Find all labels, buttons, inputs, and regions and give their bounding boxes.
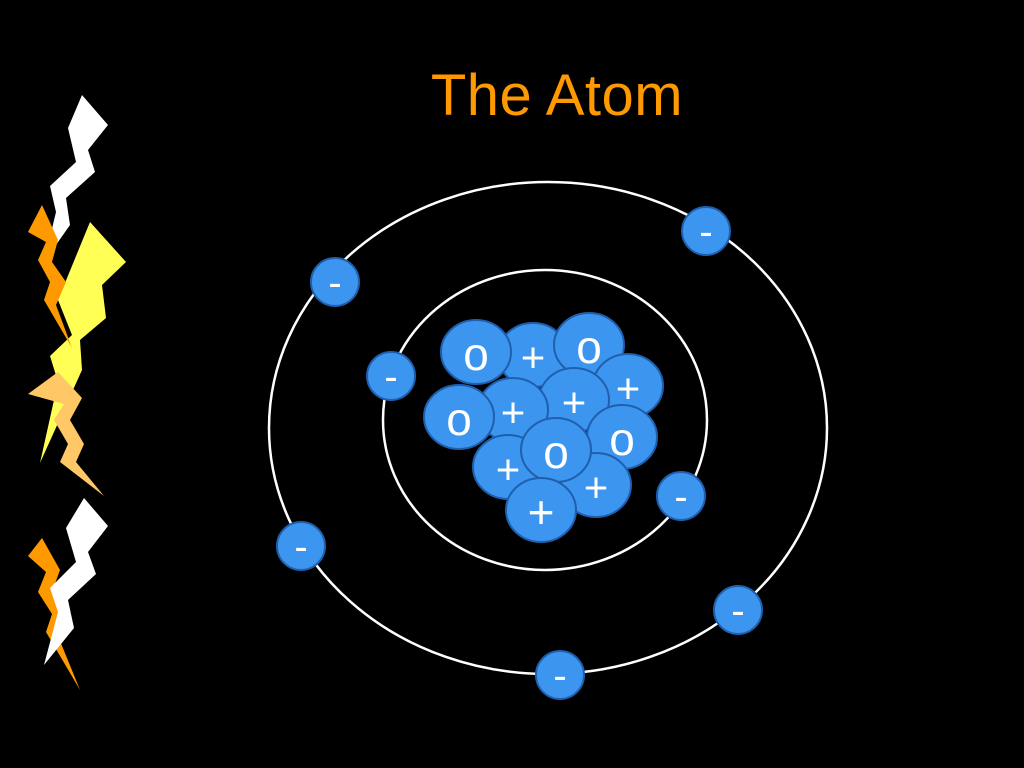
electron-label: - xyxy=(699,210,712,254)
neutron-label: o xyxy=(463,328,489,380)
electron-body xyxy=(366,351,416,401)
electron-body xyxy=(681,206,731,256)
electron-body xyxy=(310,257,360,307)
neutron-label: o xyxy=(576,321,602,373)
neutron-body xyxy=(423,384,495,450)
electron: - xyxy=(535,650,585,700)
electron-label: - xyxy=(553,654,566,698)
electron-label: - xyxy=(731,589,744,633)
electron-body xyxy=(656,471,706,521)
neutron-label: o xyxy=(543,426,569,478)
proton-label: + xyxy=(528,486,555,538)
lightning-bolt-icon xyxy=(44,95,108,262)
neutron-body xyxy=(440,319,512,385)
electron: - xyxy=(681,206,731,256)
proton-label: + xyxy=(501,389,526,436)
electrons: - - - - - - - xyxy=(276,206,763,700)
neutron: o xyxy=(440,319,512,385)
proton-label: + xyxy=(496,446,521,493)
electron-body xyxy=(713,585,763,635)
neutron: o xyxy=(423,384,495,450)
proton: + xyxy=(505,477,577,543)
lightning-bolt-icon xyxy=(44,498,108,665)
neutron: o xyxy=(520,417,592,483)
neutron-label: o xyxy=(446,393,472,445)
electron-body xyxy=(276,521,326,571)
proton: + xyxy=(477,377,549,443)
slide-title: The Atom xyxy=(430,63,684,128)
proton-label: + xyxy=(584,464,609,511)
inner-orbit xyxy=(381,268,709,572)
electron-label: - xyxy=(294,525,307,569)
lightning-bolt-icon xyxy=(28,372,104,496)
proton-label: + xyxy=(616,365,641,412)
electron-body xyxy=(535,650,585,700)
electron-label: - xyxy=(384,355,397,399)
electron: - xyxy=(656,471,706,521)
lightning-bolt-icon xyxy=(28,205,72,348)
proton-label: + xyxy=(521,334,546,381)
electron: - xyxy=(366,351,416,401)
electron: - xyxy=(713,585,763,635)
proton-label: + xyxy=(562,379,587,426)
electron-label: - xyxy=(328,261,341,305)
lightning-bolt-icon xyxy=(28,538,80,690)
electron-label: - xyxy=(674,475,687,519)
electron: - xyxy=(276,521,326,571)
proton-body xyxy=(505,477,577,543)
lightning-bolts xyxy=(28,95,126,690)
electron: - xyxy=(310,257,360,307)
